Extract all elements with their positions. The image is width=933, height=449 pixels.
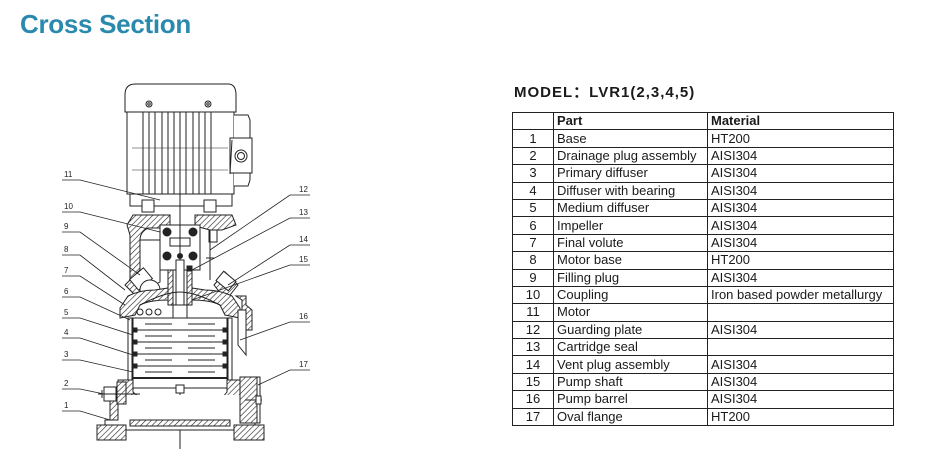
callout-12: 12 xyxy=(299,185,308,194)
row-material: AISI304 xyxy=(707,390,894,409)
header-material: Material xyxy=(707,111,894,131)
row-number: 4 xyxy=(512,181,554,200)
table-header-row: Part Material xyxy=(512,111,894,131)
row-part: Primary diffuser xyxy=(553,164,708,183)
row-material: HT200 xyxy=(707,129,894,148)
callout-7: 7 xyxy=(64,266,69,275)
row-number: 6 xyxy=(512,216,554,235)
row-part: Drainage plug assembly xyxy=(553,146,708,166)
row-part: Guarding plate xyxy=(553,320,708,340)
row-material: HT200 xyxy=(707,407,894,427)
callout-11: 11 xyxy=(64,170,73,179)
row-part: Oval flange xyxy=(553,407,708,427)
row-part: Coupling xyxy=(553,285,708,305)
callout-14: 14 xyxy=(299,235,308,244)
row-material: AISI304 xyxy=(707,233,894,253)
row-material: AISI304 xyxy=(707,268,894,287)
row-number: 11 xyxy=(512,303,554,322)
motor-shape xyxy=(124,83,253,213)
row-part: Cartridge seal xyxy=(553,338,708,357)
row-material: AISI304 xyxy=(707,198,894,218)
row-part: Pump shaft xyxy=(553,372,708,392)
callout-17: 17 xyxy=(299,360,308,369)
row-material: AISI304 xyxy=(707,355,894,374)
row-material: AISI304 xyxy=(707,372,894,392)
row-number: 16 xyxy=(512,390,554,409)
row-part: Final volute xyxy=(553,233,708,253)
row-number: 5 xyxy=(512,198,554,218)
row-material: AISI304 xyxy=(707,181,894,200)
base-shape xyxy=(96,379,265,441)
row-part: Motor base xyxy=(553,251,708,270)
callout-9: 9 xyxy=(64,222,69,231)
row-part: Filling plug xyxy=(553,268,708,287)
oval-flange-shape xyxy=(239,376,262,424)
callout-10: 10 xyxy=(64,202,73,211)
row-material: AISI304 xyxy=(707,320,894,340)
callout-1: 1 xyxy=(64,401,69,410)
row-number: 2 xyxy=(512,146,554,166)
row-number: 3 xyxy=(512,164,554,183)
row-material xyxy=(707,338,894,357)
row-part: Diffuser with bearing xyxy=(553,181,708,200)
header-number xyxy=(512,111,554,131)
callout-5: 5 xyxy=(64,308,69,317)
row-material: Iron based powder metallurgy xyxy=(707,285,894,305)
row-number: 10 xyxy=(512,285,554,305)
row-material: AISI304 xyxy=(707,164,894,183)
pump-barrel-shape xyxy=(127,295,253,387)
row-part: Base xyxy=(553,129,708,148)
row-material: AISI304 xyxy=(707,146,894,166)
callout-3: 3 xyxy=(64,350,69,359)
page-title: Cross Section xyxy=(20,9,191,39)
row-part: Vent plug assembly xyxy=(553,355,708,374)
callout-6: 6 xyxy=(64,287,69,296)
row-part: Motor xyxy=(553,303,708,322)
diffuser-stack-shape xyxy=(132,317,228,394)
callout-4: 4 xyxy=(64,328,69,337)
row-number: 8 xyxy=(512,251,554,270)
row-material xyxy=(707,303,894,322)
callout-8: 8 xyxy=(64,245,69,254)
cartridge-seal-shape xyxy=(167,265,193,306)
row-number: 7 xyxy=(512,233,554,253)
callout-2: 2 xyxy=(64,379,69,388)
row-number: 12 xyxy=(512,320,554,340)
row-number: 15 xyxy=(512,372,554,392)
row-number: 14 xyxy=(512,355,554,374)
row-part: Impeller xyxy=(553,216,708,235)
model-label: MODEL：LVR1(2,3,4,5) xyxy=(514,84,696,101)
row-number: 13 xyxy=(512,338,554,357)
row-number: 17 xyxy=(512,407,554,427)
callout-13: 13 xyxy=(299,208,308,217)
header-part: Part xyxy=(553,111,708,131)
row-number: 9 xyxy=(512,268,554,287)
row-part: Medium diffuser xyxy=(553,198,708,218)
callout-15: 15 xyxy=(299,255,308,264)
callout-16: 16 xyxy=(299,312,308,321)
row-number: 1 xyxy=(512,129,554,148)
row-material: AISI304 xyxy=(707,216,894,235)
row-material: HT200 xyxy=(707,251,894,270)
row-part: Pump barrel xyxy=(553,390,708,409)
